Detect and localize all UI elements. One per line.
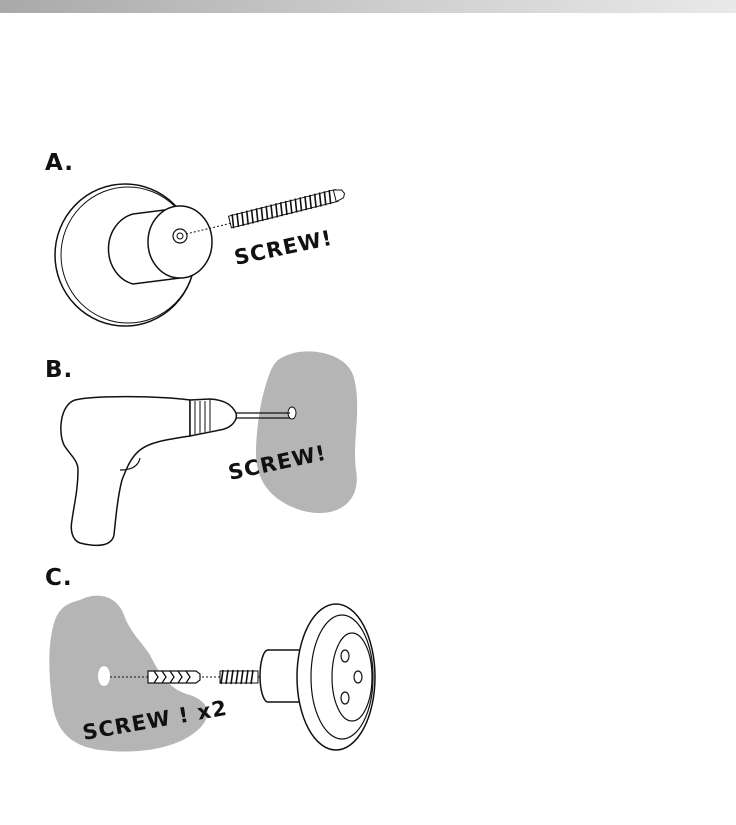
step-a-caption: SCREW!: [232, 226, 335, 270]
step-c-label: C.: [45, 565, 73, 591]
wall-plug-icon: [147, 670, 201, 684]
hook-cylinder-icon: [107, 205, 213, 285]
step-b-label: B.: [45, 357, 74, 383]
step-c-illustration: SCREW ! x2: [49, 595, 376, 752]
step-b-illustration: SCREW!: [60, 351, 358, 547]
threaded-screw-icon: [219, 669, 259, 685]
power-drill-icon: [60, 395, 238, 547]
wall-patch-icon: [255, 351, 358, 514]
top-header-bar: [0, 0, 736, 13]
hook-knob-icon: [259, 603, 376, 751]
wall-patch-icon: [49, 595, 208, 752]
threaded-screw-icon: [227, 188, 346, 229]
step-a-label: A.: [45, 150, 74, 176]
step-a-illustration: SCREW!: [54, 183, 346, 327]
